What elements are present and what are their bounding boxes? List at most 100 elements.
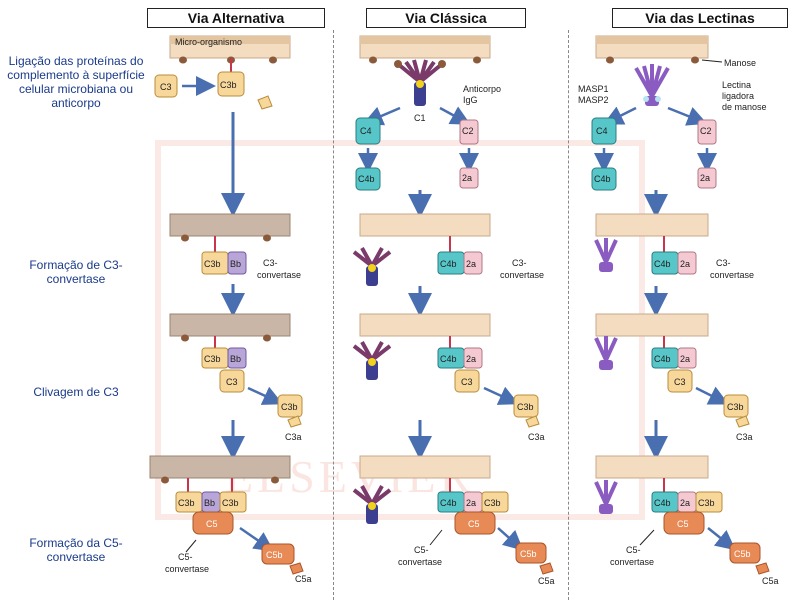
lectin-label: de manose — [722, 102, 767, 112]
c3a-label: C3a — [736, 432, 753, 442]
c3a-fragment — [735, 415, 750, 428]
microbe-membrane — [359, 213, 491, 237]
leader-line — [185, 539, 197, 553]
membrane-protein — [161, 476, 169, 484]
c3b-label: C3b — [204, 354, 221, 364]
column-title-alternative: Via Alternativa — [147, 8, 325, 28]
bb-label: Bb — [230, 259, 241, 269]
microbe-membrane — [595, 213, 709, 237]
column-separator — [568, 30, 569, 600]
c3b-protein — [695, 491, 723, 513]
c5-convertase-label: C5- — [414, 545, 429, 555]
c5-label: C5 — [468, 519, 480, 529]
igg-antibody-c1 — [394, 59, 446, 106]
membrane-protein — [263, 234, 271, 242]
arrow — [603, 106, 637, 125]
c2a-protein — [677, 347, 697, 369]
lectin-pathway: Manose MASP1 MASP2 Lectina ligadora de m… — [578, 35, 779, 586]
c3-protein — [219, 369, 245, 393]
leader-line — [701, 59, 723, 63]
c4-protein — [591, 117, 617, 145]
c5a-fragment — [539, 562, 554, 575]
c5-label: C5 — [206, 519, 218, 529]
row-label-binding: Ligação das proteínas do complemento à s… — [7, 54, 145, 110]
c2a-label: 2a — [466, 354, 476, 364]
c3b-label: C3b — [727, 402, 744, 412]
microbe-membrane — [595, 455, 709, 479]
igg-antibody-c1 — [352, 485, 392, 524]
c3a-label: C3a — [528, 432, 545, 442]
bb-protein — [227, 251, 247, 275]
c3a-label: C3a — [285, 432, 302, 442]
c3-protein — [667, 369, 693, 393]
c4b-protein — [591, 167, 617, 191]
c5a-label: C5a — [762, 576, 779, 586]
c5-label: C5 — [677, 519, 689, 529]
c5-convertase-label: convertase — [610, 557, 654, 567]
microbe-membrane — [359, 455, 491, 479]
c5b-protein — [515, 542, 547, 564]
membrane-band — [596, 36, 708, 44]
c3-convertase-label: convertase — [500, 270, 544, 280]
bb-label: Bb — [230, 354, 241, 364]
mannose-binding-lectin — [594, 238, 618, 272]
c4b-label: C4b — [358, 174, 375, 184]
c3b-protein — [723, 394, 749, 418]
c1-label: C1 — [414, 113, 426, 123]
arrow — [483, 386, 520, 405]
c3a-fragment — [257, 95, 273, 110]
c2-label: C2 — [700, 126, 712, 136]
alternative-pathway: Micro-organismo C3 C3b C3b Bb C3- conver… — [149, 35, 312, 584]
mannose-binding-lectin — [634, 64, 670, 106]
lectin-label: Lectina — [722, 80, 751, 90]
row-label-c3-convertase: Formação de C3-convertase — [29, 258, 123, 286]
c3b-label: C3b — [484, 498, 501, 508]
c3b-protein — [219, 491, 247, 513]
c2a-label: 2a — [466, 498, 476, 508]
c5b-protein — [261, 543, 295, 565]
c2a-label: 2a — [462, 173, 472, 183]
microbe-membrane — [359, 313, 491, 337]
classical-pathway: Anticorpo IgG C1 C4 C2 C4b 2a — [352, 35, 555, 586]
row-label-c5-convertase: Formação da C5-convertase — [29, 536, 123, 564]
c2a-protein — [677, 251, 697, 275]
membrane-protein — [181, 234, 189, 242]
c2-protein — [459, 119, 479, 145]
arrow — [695, 386, 729, 405]
c3-label: C3 — [160, 82, 172, 92]
c3-protein — [454, 369, 480, 393]
c5b-label: C5b — [734, 549, 751, 559]
bb-protein — [227, 347, 247, 369]
c2a-protein — [459, 167, 479, 189]
membrane-protein — [181, 334, 189, 342]
microbe-membrane — [595, 313, 709, 337]
c3a-fragment — [525, 415, 540, 428]
membrane-band — [360, 36, 490, 44]
microorganism-label: Micro-organismo — [175, 37, 242, 47]
c2a-label: 2a — [700, 173, 710, 183]
c3-label: C3 — [226, 377, 238, 387]
c5-protein — [663, 511, 705, 535]
c3-convertase-label: C3- — [512, 258, 527, 268]
c5-convertase-label: convertase — [165, 564, 209, 574]
c2a-protein — [697, 167, 717, 189]
mannose-residue — [691, 56, 699, 64]
c3-convertase-label: C3- — [716, 258, 731, 268]
membrane-band — [170, 36, 290, 44]
c5a-label: C5a — [538, 576, 555, 586]
c4-label: C4 — [360, 126, 372, 136]
mannose-binding-lectin — [594, 480, 618, 514]
igg-antibody-c1 — [352, 247, 392, 286]
microbe-membrane — [169, 313, 291, 337]
c5a-fragment — [289, 562, 304, 575]
c5-convertase-label: C5- — [178, 552, 193, 562]
c3b-label: C3b — [222, 498, 239, 508]
c2a-label: 2a — [680, 498, 690, 508]
column-separator — [333, 30, 334, 600]
leader-line — [639, 529, 655, 546]
bb-label: Bb — [204, 498, 215, 508]
c3b-label: C3b — [204, 259, 221, 269]
c5b-label: C5b — [266, 550, 283, 560]
c2-protein — [697, 119, 717, 145]
